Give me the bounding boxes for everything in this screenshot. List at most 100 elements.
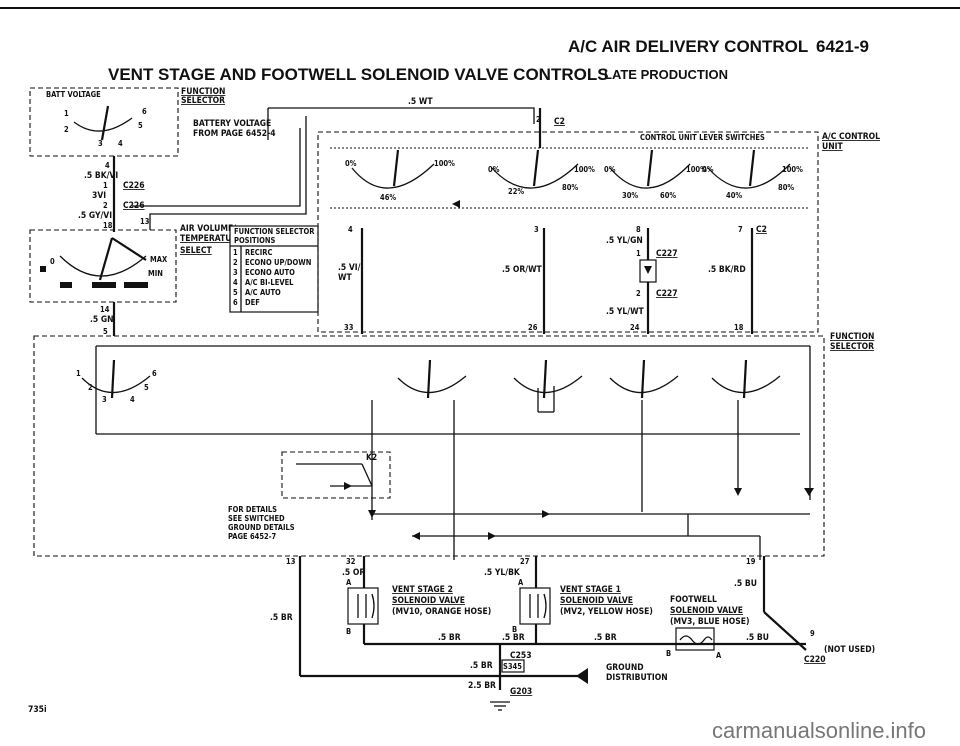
footwell-pin-b: B: [666, 649, 671, 658]
cu-pin-4: 4: [348, 225, 353, 234]
cu-pct-100-b: 100%: [574, 165, 595, 174]
battery-voltage-source: FROM PAGE 6452-4: [193, 129, 276, 139]
position-row-3-name: ECONO AUTO: [245, 268, 295, 277]
ground-distribution-2: DISTRIBUTION: [606, 673, 668, 683]
cu-pct-100-a: 100%: [434, 159, 455, 168]
g203-ground: G203: [510, 687, 532, 697]
control-unit-lever-label: CONTROL UNIT LEVER SWITCHES: [640, 133, 765, 142]
position-row-1-name: RECIRC: [245, 248, 272, 257]
details-note-3: GROUND DETAILS: [228, 523, 295, 532]
ac-control-unit-title-2: UNIT: [822, 142, 843, 152]
cu-pct-30: 30%: [622, 191, 638, 200]
position-row-4-num: 4: [233, 278, 238, 287]
fs-top-pin-6: 6: [142, 107, 147, 116]
c220-connector: C220: [804, 655, 826, 665]
s345-splice: S345: [503, 662, 522, 671]
footwell-wire: .5 BU: [734, 579, 757, 589]
function-positions-header-2: POSITIONS: [234, 236, 276, 245]
vent2-pin-a: A: [346, 578, 352, 587]
ground-wire-br-mid1: .5 BR: [438, 633, 461, 643]
c227-connector-a: C227: [656, 249, 678, 259]
cu-pin-8: 8: [636, 225, 641, 234]
air-volume-pin-14: 14: [100, 305, 110, 314]
function-positions-table: [229, 225, 319, 313]
left-pin-1: 1: [103, 181, 108, 190]
cu-pct-60: 60%: [660, 191, 676, 200]
watermark: carmanualsonline.info: [712, 718, 926, 743]
ground-wire-br-mid3: .5 BR: [594, 633, 617, 643]
cu-pct-100-c: 100%: [686, 165, 707, 174]
c227-connector-b: C227: [656, 289, 678, 299]
main-selector-title-2: SELECTOR: [830, 342, 874, 352]
main-fs-pin-4: 4: [130, 395, 135, 404]
left-pin-13: 13: [140, 217, 150, 226]
cu-pct-0-d: 0%: [702, 165, 714, 174]
ground-distribution-1: GROUND: [606, 663, 644, 673]
fs-top-pin-1: 1: [64, 109, 69, 118]
battery-voltage-label: BATTERY VOLTAGE: [193, 119, 271, 129]
cu-pin-24: 24: [630, 323, 640, 332]
air-volume-label-1: AIR VOLUME/: [180, 224, 236, 234]
air-volume-min: MIN: [148, 269, 163, 278]
ground-wire-br-mid2: .5 BR: [502, 633, 525, 643]
ground-wire-br-s: .5 BR: [470, 661, 493, 671]
main-pin-32: 32: [346, 557, 356, 566]
vent2-label-2: SOLENOID VALVE: [392, 596, 465, 606]
position-row-2-name: ECONO UP/DOWN: [245, 258, 312, 267]
page-number: 6421-9: [816, 37, 869, 56]
not-used-label: (NOT USED): [824, 645, 875, 655]
batt-voltage-label: BATT VOLTAGE: [46, 90, 101, 99]
c227-pin-2: 2: [636, 289, 641, 298]
cu-pct-46: 46%: [380, 193, 396, 202]
diagram-subtitle: VENT STAGE AND FOOTWELL SOLENOID VALVE C…: [108, 65, 609, 84]
position-row-3-num: 3: [233, 268, 238, 277]
air-volume-max: MAX: [150, 255, 168, 264]
main-fs-pin-6: 6: [152, 369, 157, 378]
position-row-5-num: 5: [233, 288, 238, 297]
vent1-pin-a: A: [518, 578, 524, 587]
function-positions-header-1: FUNCTION SELECTOR: [234, 227, 315, 236]
position-row-1-num: 1: [233, 248, 238, 257]
vent2-label-1: VENT STAGE 2: [392, 585, 453, 595]
cu-pct-100-d: 100%: [782, 165, 803, 174]
cu-pin-18: 18: [734, 323, 744, 332]
cu-pin-26: 26: [528, 323, 538, 332]
main-pin-19: 19: [746, 557, 756, 566]
wire-wt: WT: [338, 273, 352, 283]
details-note-1: FOR DETAILS: [228, 505, 277, 514]
position-row-4-name: A/C BI-LEVEL: [245, 278, 294, 287]
ground-wire-25br: 2.5 BR: [468, 681, 496, 691]
cu-pin-33: 33: [344, 323, 354, 332]
wire-bk-rd: .5 BK/RD: [708, 265, 746, 275]
vent1-label-2: SOLENOID VALVE: [560, 596, 633, 606]
page-title: A/C AIR DELIVERY CONTROL: [568, 37, 808, 56]
position-row-6-num: 6: [233, 298, 238, 307]
fs-top-pin-4: 4: [118, 139, 123, 148]
c2-connector-right: C2: [756, 225, 767, 235]
vent2-pin-b: B: [346, 627, 351, 636]
diagram-subtitle-suffix: LATE PRODUCTION: [604, 67, 728, 82]
vent2-wire: .5 OR: [342, 568, 365, 578]
vent1-pin-b: B: [512, 625, 517, 634]
wire-yl-gn: .5 YL/GN: [606, 236, 643, 246]
vent2-label-3: (MV10, ORANGE HOSE): [392, 607, 491, 617]
main-fs-pin-3: 3: [102, 395, 107, 404]
function-selector-title-1: FUNCTION: [181, 87, 225, 97]
footwell-pin-a: A: [716, 651, 722, 660]
wire-bk-vi: .5 BK/VI: [84, 171, 118, 181]
cu-pct-80-a: 80%: [562, 183, 578, 192]
page-code: 735i: [28, 705, 47, 715]
cu-pct-0-b: 0%: [488, 165, 500, 174]
vent1-label-1: VENT STAGE 1: [560, 585, 621, 595]
main-selector-title-1: FUNCTION: [830, 332, 874, 342]
details-note-4: PAGE 6452-7: [228, 532, 277, 541]
ground-wire-bu: .5 BU: [746, 633, 769, 643]
ground-wire-br-left: .5 BR: [270, 613, 293, 623]
cu-pct-22: 22%: [508, 187, 524, 196]
left-pin-2: 2: [103, 201, 108, 210]
cu-pct-0-a: 0%: [345, 159, 357, 168]
air-volume-pin-0: 0: [50, 257, 55, 266]
cu-pct-0-c: 0%: [604, 165, 616, 174]
